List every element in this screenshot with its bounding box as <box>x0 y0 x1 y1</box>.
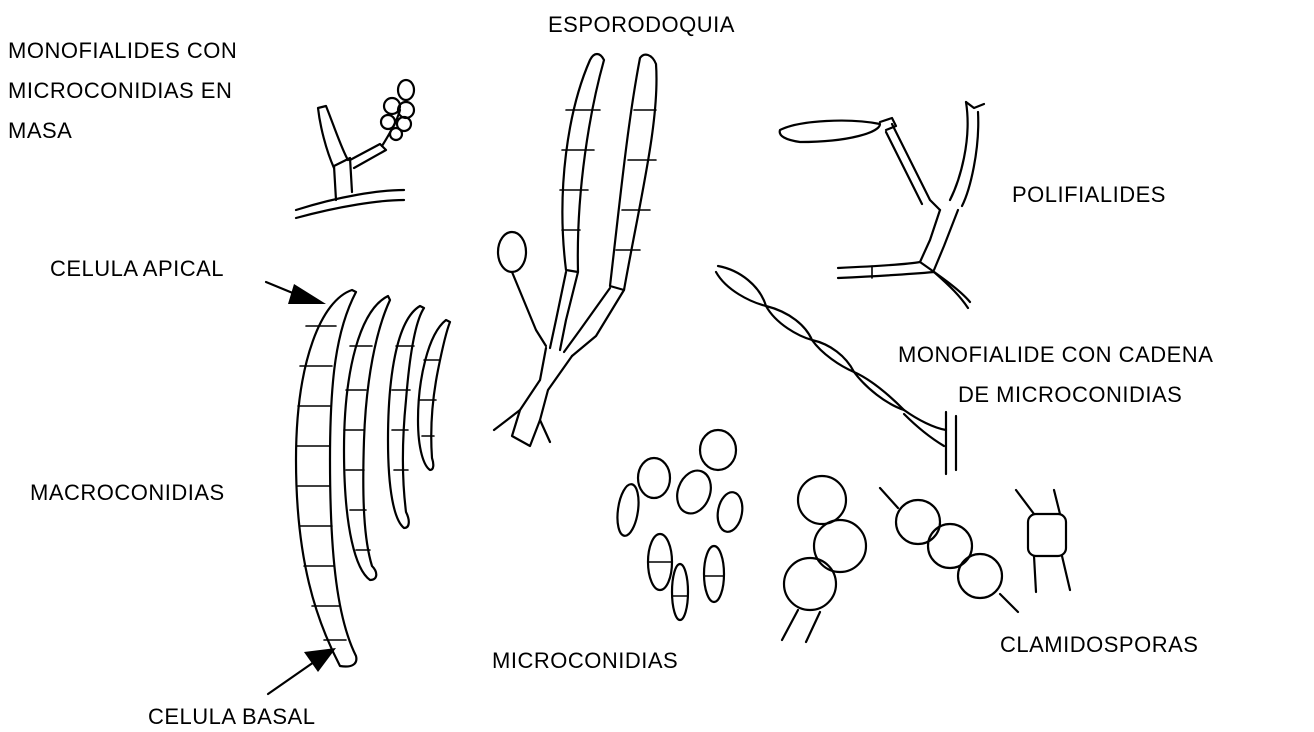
esporodoquia-drawing <box>494 54 657 446</box>
clamidosporas-drawing <box>782 476 1070 642</box>
polifialides-drawing <box>780 102 984 308</box>
basal-arrow <box>268 648 336 694</box>
microconidias-drawing <box>614 430 745 620</box>
monofialide-cadena-drawing <box>716 266 956 474</box>
macroconidias-drawing <box>296 290 450 667</box>
monofialides-masa-drawing <box>296 80 414 218</box>
apical-arrow <box>266 282 326 304</box>
